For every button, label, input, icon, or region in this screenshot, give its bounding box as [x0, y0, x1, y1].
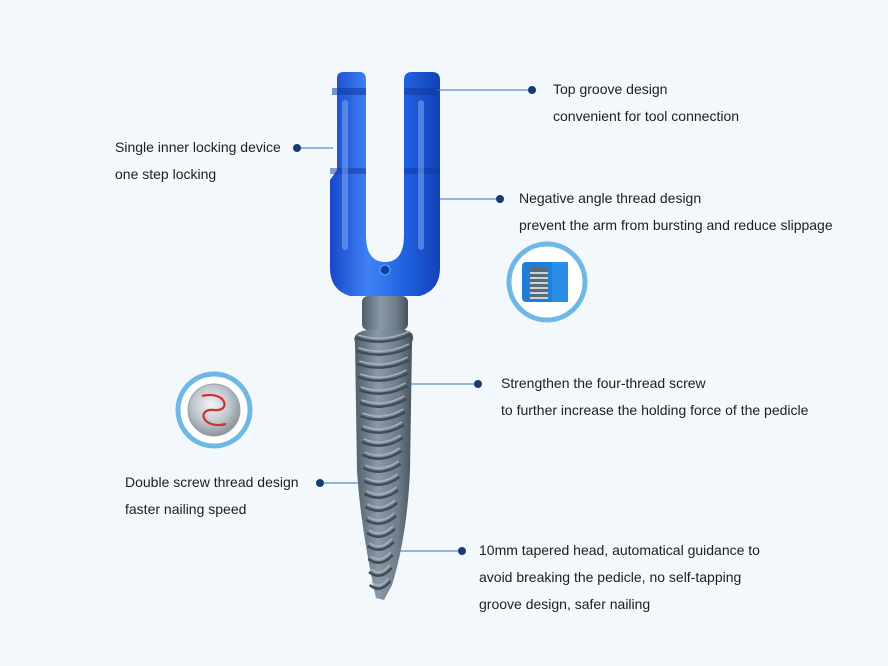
thread-ridge — [366, 541, 395, 551]
callout-line: Strengthen the four-thread screw — [501, 375, 706, 391]
thread-ridge — [359, 410, 406, 421]
callout-line: one step locking — [115, 166, 217, 182]
tulip-head-body — [330, 72, 440, 296]
thread-ridge — [362, 462, 402, 473]
callout-four-thread: Strengthen the four-thread screw to furth… — [501, 370, 808, 424]
thread-ridge-highlight — [364, 447, 401, 456]
head-marker — [379, 264, 391, 276]
thread-ridge — [364, 502, 399, 512]
thread-ridge — [365, 515, 397, 525]
thread-ridge-highlight — [357, 330, 411, 339]
thread-ridge-highlight — [369, 538, 393, 547]
thread-closeup-inset — [506, 241, 588, 323]
callout-line: groove design, safer nailing — [479, 596, 651, 612]
callout-line: faster nailing speed — [125, 501, 247, 517]
thread-ridge — [357, 358, 411, 369]
groove-right — [404, 88, 438, 95]
screw-threads — [355, 330, 413, 590]
callout-dot-double-thread — [316, 479, 324, 487]
callout-dot-negative-angle — [496, 195, 504, 203]
thread-ridge-highlight — [360, 382, 406, 391]
double-thread-curve — [201, 393, 227, 427]
closeup-thread-line — [530, 297, 548, 299]
thread-ridge-highlight — [367, 512, 395, 521]
thread-ridge — [359, 397, 407, 408]
callout-line: prevent the arm from bursting and reduce… — [519, 217, 833, 233]
thread-ridge — [364, 488, 400, 499]
thread-ridge-highlight — [367, 499, 396, 508]
thread-ridge-highlight — [361, 395, 405, 404]
step-right — [404, 168, 440, 174]
callout-line: Top groove design — [553, 81, 668, 97]
callout-inner-locking: Single inner locking device one step lock… — [115, 134, 281, 188]
thread-ridge — [363, 475, 401, 486]
callout-top-groove: Top groove design convenient for tool con… — [553, 76, 739, 130]
thread-ridge-highlight — [370, 564, 391, 573]
thread-ridge-highlight — [368, 525, 394, 534]
thread-ridge-highlight — [364, 460, 400, 469]
callout-dot-inner-locking — [293, 144, 301, 152]
thread-cross-section-inset — [175, 371, 253, 449]
callout-tapered-head: 10mm tapered head, automatical guidance … — [479, 537, 760, 618]
thread-ridge — [358, 384, 409, 395]
callout-line: Negative angle thread design — [519, 190, 702, 206]
thread-ridge-highlight — [371, 577, 390, 586]
thread-ridge-highlight — [369, 551, 392, 560]
thread-ridge-highlight — [362, 421, 403, 430]
leader-lines — [293, 86, 536, 555]
thread-ridge-highlight — [359, 356, 409, 365]
screw-shank — [354, 296, 414, 600]
thread-ridge-highlight — [358, 343, 410, 352]
thread-ridge-highlight — [362, 408, 404, 417]
thread-ridge — [368, 567, 393, 577]
callout-line: convenient for tool connection — [553, 108, 740, 124]
thread-ridge — [367, 554, 394, 564]
thread-ridge-highlight — [365, 473, 398, 482]
callout-dot-tapered-head — [458, 547, 466, 555]
highlight-left — [342, 100, 348, 250]
thread-ridge — [356, 345, 412, 356]
callout-line: to further increase the holding force of… — [501, 402, 809, 418]
screw-neck — [362, 296, 408, 330]
screw-shank-body — [354, 300, 414, 600]
callout-line: 10mm tapered head, automatical guidance … — [479, 542, 760, 558]
callout-dot-four-thread — [474, 380, 482, 388]
callout-double-thread: Double screw thread design faster nailing… — [125, 469, 299, 523]
thread-ridge — [368, 580, 392, 590]
tulip-head — [330, 72, 440, 296]
thread-ridge — [361, 449, 403, 460]
thread-ridge-highlight — [363, 434, 402, 443]
thread-ridge-highlight — [359, 369, 407, 378]
thread-closeup-icon — [522, 262, 568, 302]
callout-line: Single inner locking device — [115, 139, 281, 155]
callout-line: Double screw thread design — [125, 474, 299, 490]
thread-ridge — [355, 332, 413, 343]
closeup-thread-line — [530, 277, 548, 279]
closeup-thread-line — [530, 282, 548, 284]
thread-ridge — [360, 423, 405, 434]
callout-negative-angle: Negative angle thread design prevent the … — [519, 185, 833, 239]
closeup-thread-line — [530, 292, 548, 294]
closeup-thread-line — [530, 272, 548, 274]
callout-line: avoid breaking the pedicle, no self-tapp… — [479, 569, 742, 585]
thread-ridge-highlight — [366, 486, 397, 495]
step-left — [330, 168, 366, 174]
thread-ridge — [366, 528, 396, 538]
thread-ridge — [357, 371, 410, 382]
closeup-thread-line — [530, 287, 548, 289]
thread-ridge — [361, 436, 404, 447]
callout-dot-top-groove — [528, 86, 536, 94]
highlight-right — [418, 100, 424, 250]
groove-left — [332, 88, 366, 95]
